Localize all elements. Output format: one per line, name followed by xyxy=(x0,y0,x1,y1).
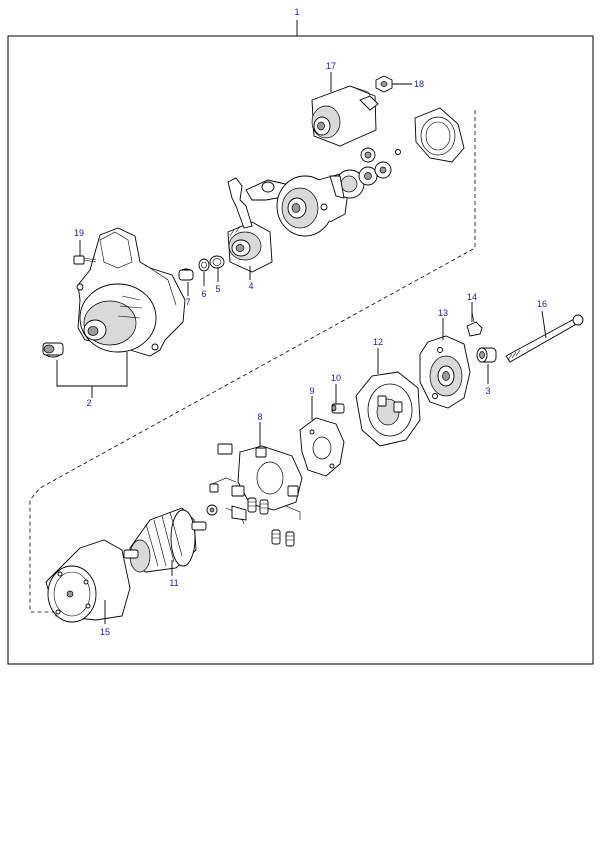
callout-18: 18 xyxy=(414,79,424,89)
assembly-dashed-boundary xyxy=(29,110,476,613)
leader-2 xyxy=(56,352,128,398)
part-19-bolt xyxy=(73,255,97,265)
callout-14: 14 xyxy=(467,292,477,302)
part-5-snap-ring xyxy=(209,255,225,269)
part-15-yoke xyxy=(45,539,131,623)
callout-6: 6 xyxy=(201,289,206,299)
callout-16: 16 xyxy=(537,299,547,309)
callout-7: 7 xyxy=(185,297,190,307)
callout-11: 11 xyxy=(169,578,178,588)
part-18-nut xyxy=(375,75,393,93)
part-7-sleeve xyxy=(178,268,194,281)
callout-3: 3 xyxy=(485,386,490,396)
part-13-end-frame xyxy=(419,335,471,409)
callout-19: 19 xyxy=(74,228,84,238)
callout-12: 12 xyxy=(373,337,383,347)
callout-8: 8 xyxy=(257,412,262,422)
part-17-solenoid xyxy=(311,85,379,147)
callout-9: 9 xyxy=(309,386,314,396)
callout-10: 10 xyxy=(331,373,341,383)
part-2-drive-housing xyxy=(76,227,186,357)
callout-17: 17 xyxy=(326,61,336,71)
callout-2: 2 xyxy=(86,398,91,408)
callout-15: 15 xyxy=(100,627,110,637)
part-10-pin xyxy=(331,403,345,414)
gear-cover-ring xyxy=(414,107,465,163)
part-12-brush-cover xyxy=(355,371,421,447)
part-6-stop-ring xyxy=(198,258,210,272)
leader-16 xyxy=(541,310,547,339)
part-9-plate xyxy=(299,417,345,477)
diagram-frame xyxy=(7,35,594,665)
part-8-brush-holder xyxy=(209,443,303,525)
planetary-gear-set xyxy=(329,147,401,199)
callout-5: 5 xyxy=(215,284,220,294)
part-2-bushing xyxy=(42,342,64,358)
part-3-bushing xyxy=(476,347,497,363)
callout-1: 1 xyxy=(294,7,299,17)
part-11-armature xyxy=(123,507,207,573)
brush-springs xyxy=(206,497,295,547)
callout-4: 4 xyxy=(248,281,253,291)
callout-13: 13 xyxy=(438,308,448,318)
part-16-through-bolt xyxy=(505,314,584,363)
part-14-screw xyxy=(466,311,483,337)
internal-gear-housing xyxy=(276,173,349,237)
part-4-overrunning-clutch xyxy=(227,221,273,273)
